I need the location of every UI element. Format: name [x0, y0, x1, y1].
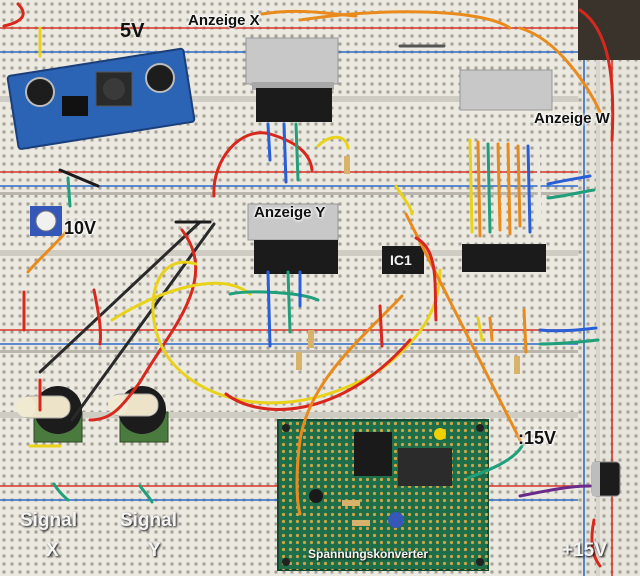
electrolytic-capacitor [591, 461, 621, 497]
label-minus-15v: :15V [518, 428, 557, 448]
label-signal-x-line2: X [46, 540, 59, 561]
label-ic1: IC1 [390, 252, 412, 268]
led-bar-graph-w [459, 69, 553, 111]
converter-pcb [277, 419, 489, 571]
buck-converter-module [6, 47, 196, 150]
led-bar-graph-x [245, 37, 339, 90]
label-5v: 5V [120, 20, 145, 42]
led-bar-graph-y [247, 203, 339, 241]
jumper-wires [2, 2, 615, 568]
resistors [296, 156, 520, 526]
label-signal-y-line2: Y [148, 540, 161, 561]
rotary-potentiometer-y [108, 386, 169, 443]
label-spannungskonverter: Spannungskonverter [308, 547, 429, 561]
label-signal-x-line1: Signal [20, 510, 78, 531]
label-10v: 10V [64, 218, 97, 238]
label-anzeige-x: Anzeige X [188, 12, 260, 29]
trim-potentiometer [30, 206, 62, 236]
label-signal-y-line1: Signal [120, 510, 178, 531]
label-plus-15v: +15V [562, 540, 607, 561]
label-anzeige-y: Anzeige Y [254, 204, 326, 221]
ic-chips [254, 88, 546, 274]
label-anzeige-w: Anzeige W [534, 110, 610, 127]
rotary-potentiometer-x [16, 386, 83, 443]
